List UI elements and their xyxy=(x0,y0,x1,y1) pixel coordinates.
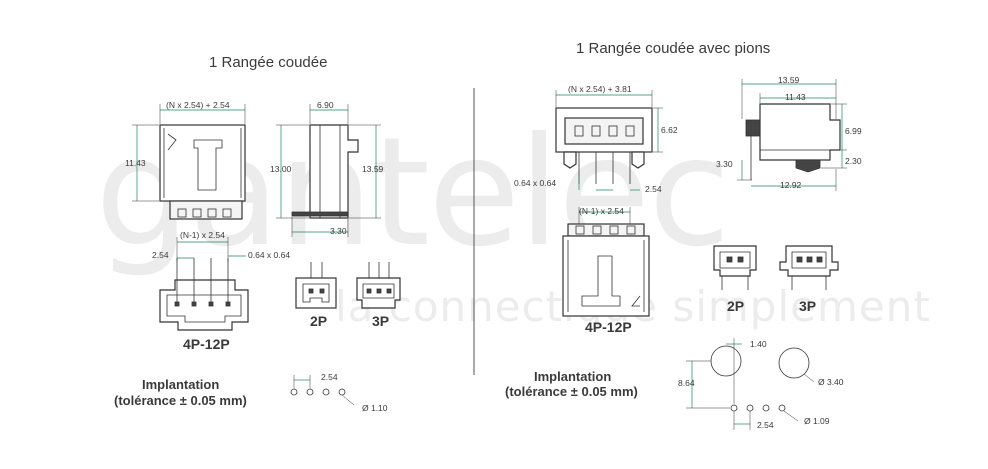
dim-right-hole-big: Ø 3.40 xyxy=(818,377,844,387)
dim-right-pitch-formula: (N-1) x 2.54 xyxy=(579,206,624,216)
dim-left-height: 11.43 xyxy=(125,158,146,168)
dim-left-implant-pitch: 2.54 xyxy=(321,372,338,382)
right-side-view xyxy=(745,103,841,180)
dim-left-pin: 0.64 x 0.64 xyxy=(248,250,291,260)
right-front-view xyxy=(555,107,653,184)
dim-right-d140: 1.40 xyxy=(750,339,767,349)
right-2p-connector xyxy=(713,245,757,290)
right-2p-label: 2P xyxy=(727,298,745,314)
dim-left-h330: 3.30 xyxy=(330,226,347,236)
dim-right-width: (N x 2.54) + 3.81 xyxy=(568,84,632,94)
right-3p-label: 3P xyxy=(799,298,817,314)
left-3p-label: 3P xyxy=(372,313,390,329)
right-3p-connector xyxy=(779,245,839,290)
dim-right-d1292: 12.92 xyxy=(780,180,802,190)
right-implant-tolerance: (tolérance ± 0.05 mm) xyxy=(505,384,638,399)
left-3p-connector xyxy=(356,262,401,309)
dim-left-width: (N x 2.54) + 2.54 xyxy=(166,100,230,110)
left-side-view xyxy=(291,124,359,219)
dim-right-d699: 6.99 xyxy=(845,126,862,136)
left-front-view xyxy=(159,124,246,220)
dim-right-d1359: 13.59 xyxy=(778,75,800,85)
dim-right-h662: 6.62 xyxy=(661,125,678,135)
right-main-part-label: 4P-12P xyxy=(585,319,632,335)
dim-left-h13: 13.00 xyxy=(270,164,292,174)
right-section-title: 1 Rangée coudée avec pions xyxy=(576,40,771,57)
left-2p-connector xyxy=(295,262,337,309)
dim-left-pitch-formula: (N-1) x 2.54 xyxy=(180,230,225,240)
right-bottom-view xyxy=(562,223,650,317)
dim-left-h1359: 13.59 xyxy=(362,164,384,174)
left-main-part-label: 4P-12P xyxy=(183,336,230,352)
right-implant-holes xyxy=(686,338,815,430)
dim-left-depth: 6.90 xyxy=(317,100,334,110)
dim-left-implant-hole: Ø 1.10 xyxy=(362,403,388,413)
left-bottom-view xyxy=(159,258,249,331)
left-implant-title: Implantation xyxy=(142,377,220,392)
left-implant-tolerance: (tolérance ± 0.05 mm) xyxy=(114,393,247,408)
dim-right-d864: 8.64 xyxy=(678,378,695,388)
dim-right-d230: 2.30 xyxy=(845,156,862,166)
left-section-title: 1 Rangée coudée xyxy=(209,54,328,71)
dim-right-d1143: 11.43 xyxy=(785,92,806,102)
dim-right-d330: 3.30 xyxy=(716,159,733,169)
right-implant-title: Implantation xyxy=(534,369,612,384)
dim-right-hole: Ø 1.09 xyxy=(804,416,830,426)
left-2p-label: 2P xyxy=(310,313,328,329)
dim-left-pitch: 2.54 xyxy=(152,250,169,260)
left-implant-holes xyxy=(290,375,355,406)
dim-right-pin: 0.64 x 0.64 xyxy=(514,178,557,188)
dim-right-pitch: 2.54 xyxy=(645,184,662,194)
dim-right-implant-pitch: 2.54 xyxy=(757,420,774,430)
